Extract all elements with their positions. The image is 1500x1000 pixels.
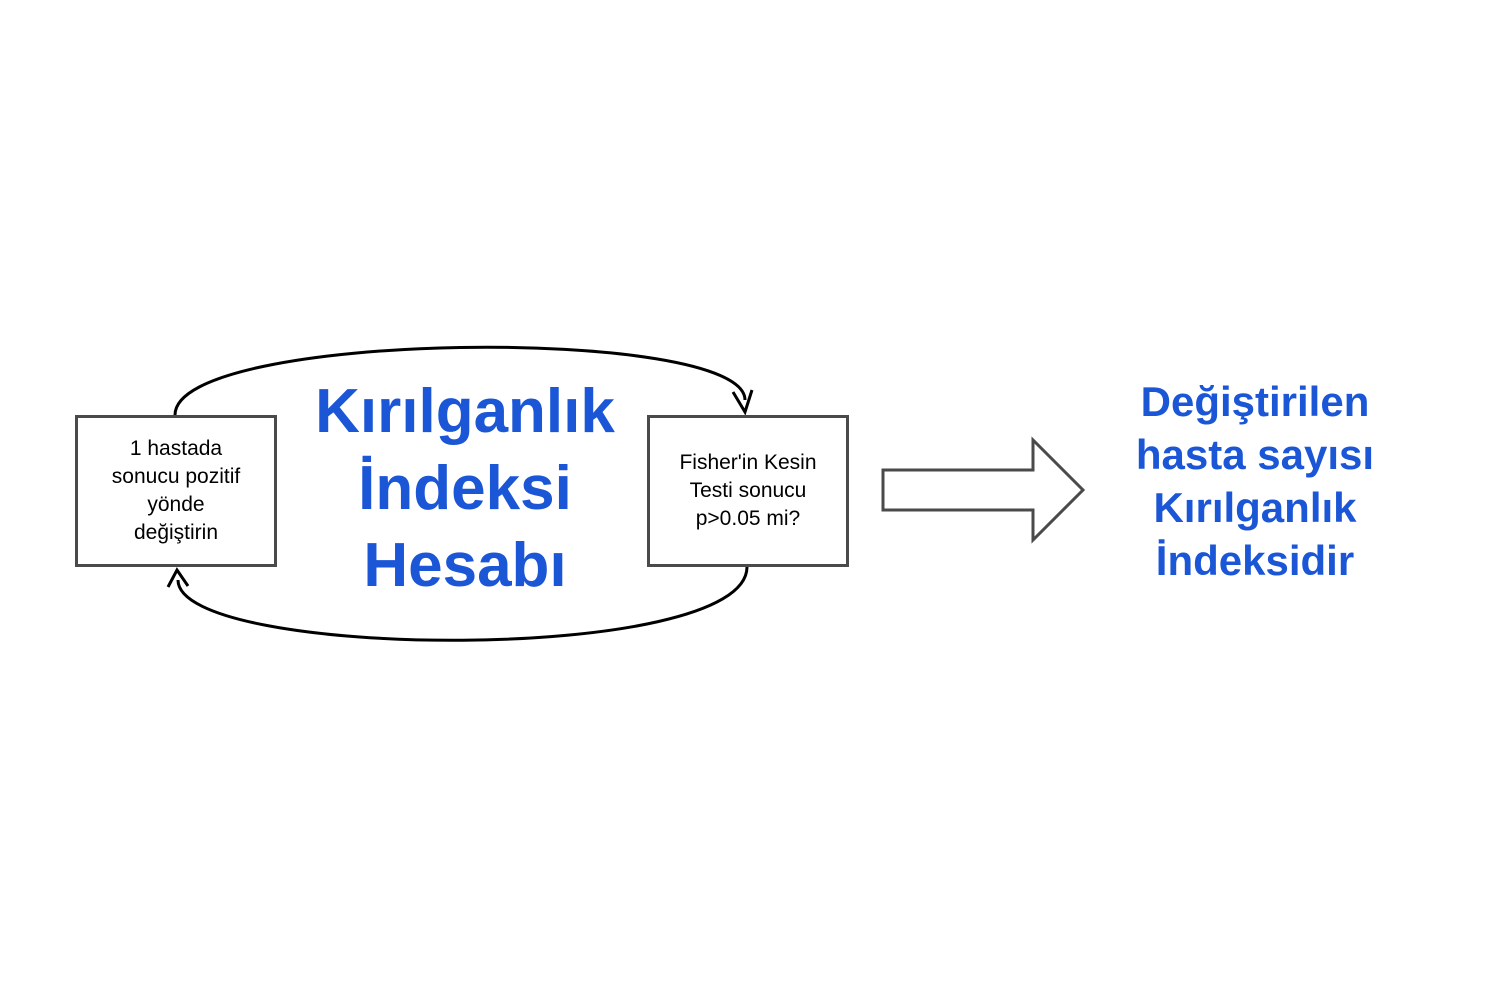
- change-patient-text: 1 hastada sonucu pozitif yönde değiştiri…: [112, 435, 240, 547]
- result-text-line: hasta sayısı: [1135, 431, 1375, 478]
- change-patient-line: değiştirin: [133, 521, 219, 544]
- top-loop-arrow: [173, 345, 747, 416]
- change-patient-box: 1 hastada sonucu pozitif yönde değiştiri…: [75, 415, 277, 567]
- fisher-test-text: Fisher'in Kesin Testi sonucu p>0.05 mi?: [679, 449, 816, 533]
- bottom-loop-arrow: [176, 566, 749, 642]
- change-patient-line: yönde: [147, 493, 205, 516]
- center-title-line: Kırılganlık: [315, 377, 615, 446]
- center-title-line: Hesabı: [363, 531, 567, 600]
- result-text-line: Değiştirilen: [1140, 378, 1370, 425]
- fisher-test-line: p>0.05 mi?: [695, 507, 801, 530]
- result-text-line: Kırılganlık: [1153, 484, 1357, 531]
- change-patient-line: sonucu pozitif: [111, 465, 241, 488]
- change-patient-line: 1 hastada: [129, 437, 223, 460]
- result-text-line: İndeksidir: [1155, 537, 1355, 584]
- result-text: Değiştirilen hasta sayısı Kırılganlık İn…: [1095, 375, 1415, 587]
- result-block-arrow: [881, 436, 1086, 544]
- fisher-test-line: Testi sonucu: [689, 479, 807, 502]
- fisher-test-box: Fisher'in Kesin Testi sonucu p>0.05 mi?: [647, 415, 849, 567]
- top-loop-arrowhead: [731, 389, 754, 416]
- center-title: Kırılganlık İndeksi Hesabı: [280, 373, 650, 604]
- center-title-line: İndeksi: [358, 454, 572, 523]
- bottom-loop-arrowhead: [166, 567, 190, 588]
- fisher-test-line: Fisher'in Kesin: [679, 451, 817, 474]
